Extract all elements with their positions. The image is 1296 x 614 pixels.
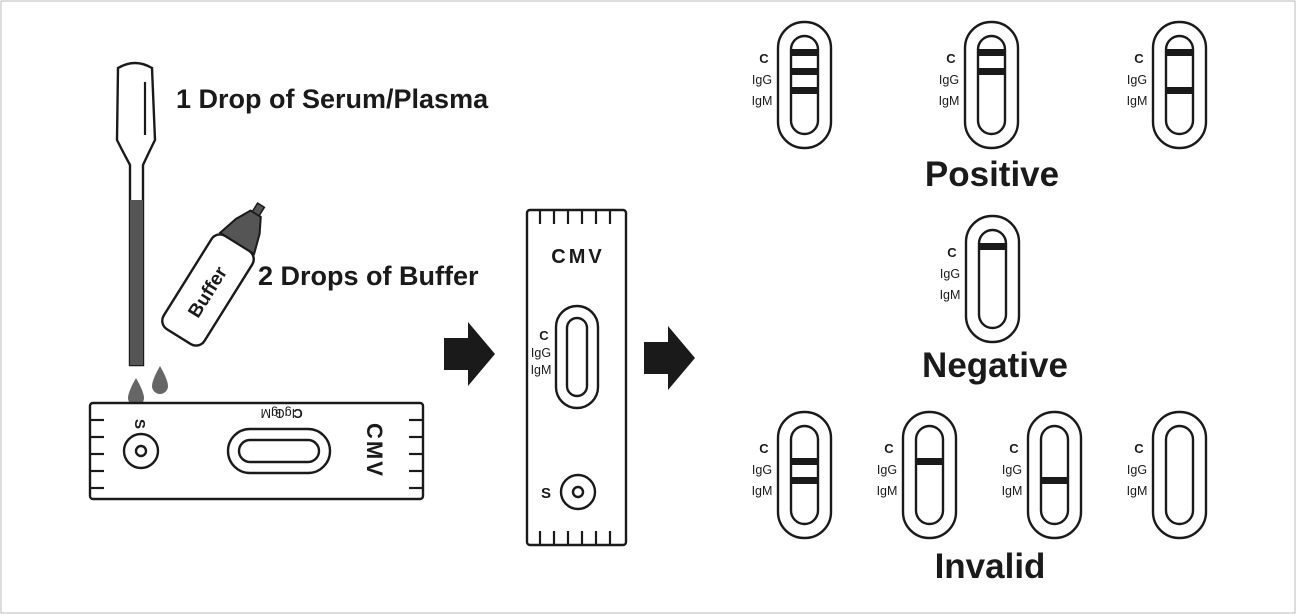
strip-label: IgG bbox=[1127, 463, 1147, 477]
invalid-title: Invalid bbox=[935, 547, 1046, 586]
cassette-v-name: CMV bbox=[551, 246, 604, 268]
step1-text: 1 Drop of Serum/Plasma bbox=[176, 84, 489, 114]
dropper bbox=[115, 61, 157, 367]
cassette-label-c: C bbox=[293, 406, 303, 421]
strip-label: C bbox=[884, 441, 894, 456]
test-cassette-horizontal: S C IgG IgM CMV bbox=[88, 401, 425, 501]
strip-label: IgM bbox=[940, 288, 961, 302]
strip-label: IgG bbox=[939, 73, 959, 87]
strip-label: C bbox=[1009, 441, 1019, 456]
test-line-band bbox=[791, 49, 818, 56]
test-line-band bbox=[978, 68, 1005, 75]
strip-label: C bbox=[1134, 51, 1144, 66]
positive-title: Positive bbox=[925, 155, 1059, 194]
strip-label: IgG bbox=[940, 267, 960, 281]
strip-label: IgM bbox=[1127, 484, 1148, 498]
strip-window bbox=[789, 34, 820, 136]
strip-window bbox=[914, 424, 945, 526]
strip-window bbox=[1039, 424, 1070, 526]
strip-label: IgG bbox=[877, 463, 897, 477]
result-strips: C IgG IgM C IgG IgM C IgG IgM C IgG IgM C IgG IgM C IgG I… bbox=[752, 20, 1208, 540]
step2-text: 2 Drops of Buffer bbox=[258, 261, 479, 291]
cassette-v-label-igm: IgM bbox=[531, 363, 552, 377]
test-line-band bbox=[1041, 477, 1068, 484]
strip-label: IgM bbox=[1002, 484, 1023, 498]
result-strip: C IgG IgM bbox=[877, 410, 958, 540]
result-strip: C IgG IgM bbox=[1002, 410, 1083, 540]
strip-label: IgM bbox=[752, 484, 773, 498]
cassette-v-label-c: C bbox=[539, 328, 549, 343]
cassette-label-igm: IgM bbox=[261, 406, 282, 420]
test-line-band bbox=[1166, 49, 1193, 56]
test-line-band bbox=[791, 458, 818, 465]
arrow-right-icon bbox=[644, 326, 695, 390]
drop bbox=[128, 378, 144, 406]
strip-label: IgG bbox=[752, 463, 772, 477]
result-strip: C IgG IgM bbox=[939, 20, 1020, 150]
result-strip: C IgG IgM bbox=[1127, 410, 1208, 540]
test-line-band bbox=[979, 243, 1006, 250]
sample-well-label: S bbox=[131, 419, 148, 429]
test-line-band bbox=[791, 477, 818, 484]
strip-label: IgM bbox=[752, 94, 773, 108]
strip-window bbox=[977, 228, 1008, 330]
cassette-label-igg: IgG bbox=[275, 406, 295, 420]
result-strip: C IgG IgM bbox=[752, 20, 833, 150]
strip-label: IgG bbox=[1127, 73, 1147, 87]
strip-window bbox=[1164, 34, 1195, 136]
strip-label: C bbox=[759, 51, 769, 66]
drop bbox=[152, 366, 168, 394]
test-line-band bbox=[791, 87, 818, 94]
strip-label: C bbox=[947, 245, 957, 260]
test-cassette-vertical: CMV C IgG IgM S bbox=[525, 208, 628, 547]
strip-label: IgM bbox=[939, 94, 960, 108]
strip-label: IgG bbox=[1002, 463, 1022, 477]
strip-label: C bbox=[946, 51, 956, 66]
strip-label: IgM bbox=[1127, 94, 1148, 108]
strip-label: IgM bbox=[877, 484, 898, 498]
test-line-band bbox=[916, 458, 943, 465]
strip-window bbox=[1164, 424, 1195, 526]
strip-window bbox=[976, 34, 1007, 136]
cassette-v-label-igg: IgG bbox=[531, 346, 551, 360]
cassette-v-sample-label: S bbox=[541, 485, 551, 502]
test-line-band bbox=[978, 49, 1005, 56]
strip-window bbox=[789, 424, 820, 526]
test-line-band bbox=[1166, 87, 1193, 94]
strip-label: C bbox=[1134, 441, 1144, 456]
result-strip: C IgG IgM bbox=[1127, 20, 1208, 150]
test-line-band bbox=[791, 68, 818, 75]
strip-label: C bbox=[759, 441, 769, 456]
strip-label: IgG bbox=[752, 73, 772, 87]
negative-title: Negative bbox=[922, 346, 1068, 385]
cassette-name: CMV bbox=[362, 423, 387, 478]
arrow-right-icon bbox=[444, 322, 495, 386]
result-strip: C IgG IgM bbox=[752, 410, 833, 540]
result-strip: C IgG IgM bbox=[940, 214, 1021, 344]
